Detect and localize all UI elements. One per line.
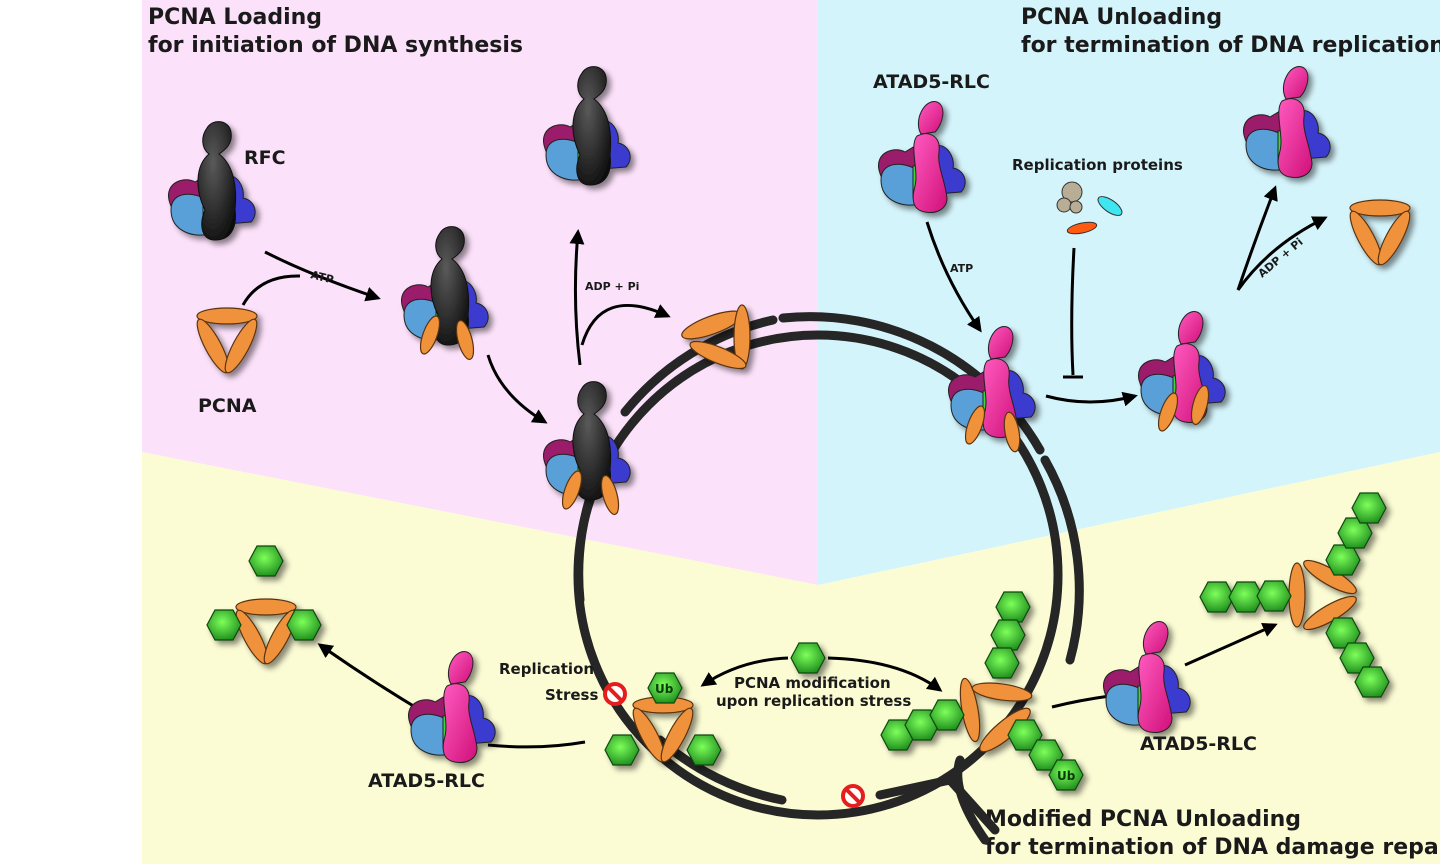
poly-ub-pcna-on-dna xyxy=(880,591,1084,791)
pcna-leg xyxy=(1157,392,1179,432)
inhibition-line xyxy=(1070,247,1076,376)
atp-loading-label: ATP xyxy=(309,268,335,286)
pcna-leg xyxy=(964,405,986,445)
ub-label-mono: Ub xyxy=(655,682,674,696)
inhibit-icon-stress xyxy=(603,682,627,706)
pcna-loaded-on-dna xyxy=(681,304,751,370)
arrow-atad5-to-dna xyxy=(925,221,982,333)
pcna-modification-line2: upon replication stress xyxy=(716,692,911,710)
arrow-pcna-join xyxy=(241,274,301,306)
arrow-to-dna-loading xyxy=(486,354,548,424)
arrow-rfc-to-loaded xyxy=(264,250,381,302)
atad5-right-label: ATAD5-RLC xyxy=(1140,733,1257,755)
inhibit-icon-dna xyxy=(841,784,865,808)
ub-label-poly: Ub xyxy=(1057,769,1076,783)
arrow-rfc-release xyxy=(569,229,585,366)
replication-proteins-icon xyxy=(1056,181,1123,235)
pcna-leg xyxy=(455,319,475,361)
pcna-leg xyxy=(1003,411,1021,453)
atp-unloading-label: ATP xyxy=(950,262,973,275)
line-atad5-left-to-pcna xyxy=(487,740,586,749)
modified-title-line1: Modified PCNA Unloading xyxy=(985,807,1301,832)
pcna-modification-line1: PCNA modification xyxy=(734,674,891,692)
arrow-to-right-release xyxy=(1184,623,1278,667)
modified-title-line2: for termination of DNA damage repair xyxy=(985,835,1440,860)
arrow-to-left-release xyxy=(317,643,421,712)
adp-pi-loading-label: ADP + Pi xyxy=(585,280,639,293)
ubiquitin-free xyxy=(790,642,826,674)
loading-title-line1: PCNA Loading xyxy=(148,5,322,30)
replication-proteins-label: Replication proteins xyxy=(1012,156,1183,174)
arrow-pcna-release xyxy=(1236,216,1328,291)
replication-stress-line2: Stress xyxy=(545,686,598,704)
pcna-leg xyxy=(419,315,441,355)
pcna-label: PCNA xyxy=(198,395,257,417)
panel-loading-bg xyxy=(142,0,818,585)
atad5-top-label: ATAD5-RLC xyxy=(873,71,990,93)
arrow-atad5-release xyxy=(1236,185,1278,291)
poly-ub-pcna-released-right xyxy=(1199,492,1390,698)
arrow-adp-pi-loading xyxy=(580,303,671,346)
arrow-to-unloaded xyxy=(1045,391,1138,407)
atad5-left-label: ATAD5-RLC xyxy=(368,770,485,792)
unloading-title-line2: for termination of DNA replication xyxy=(1021,33,1440,58)
replication-stress-line1: Replication xyxy=(499,660,594,678)
loading-title-line2: for initiation of DNA synthesis xyxy=(148,33,523,58)
unloading-title-line1: PCNA Unloading xyxy=(1021,5,1222,30)
pcna-leg xyxy=(600,474,620,516)
pcna-leg xyxy=(1190,384,1210,426)
line-pcna-to-atad5-right xyxy=(1051,694,1111,709)
pcna-leg xyxy=(561,470,583,510)
rfc-label: RFC xyxy=(244,147,286,169)
arrow-modification-left xyxy=(700,656,789,687)
arrow-modification-right xyxy=(827,656,943,692)
